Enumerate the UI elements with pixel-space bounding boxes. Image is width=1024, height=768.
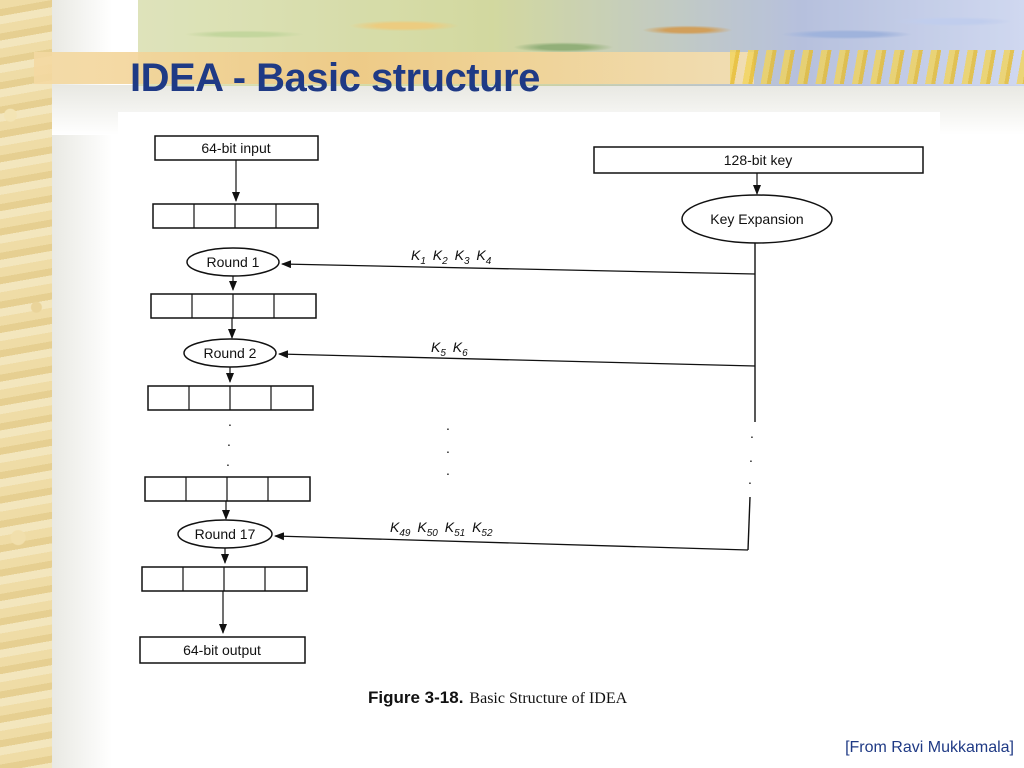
subkeys-label-round-17: K49 K50 K51 K52 bbox=[390, 519, 493, 539]
register-block-1 bbox=[152, 203, 319, 229]
figure-caption: Figure 3-18. Basic Structure of IDEA bbox=[368, 688, 627, 708]
round-1-node: Round 1 bbox=[186, 247, 280, 277]
caption-number: Figure 3-18. bbox=[368, 688, 464, 707]
register-block-5 bbox=[141, 566, 308, 592]
ellipsis-right: . . . bbox=[748, 425, 754, 487]
source-credit: [From Ravi Mukkamala] bbox=[845, 739, 1014, 756]
idea-structure-diagram: 64-bit input Round 1 Round 2 bbox=[139, 135, 924, 664]
svg-text:.: . bbox=[750, 425, 754, 441]
figure-panel: 64-bit input Round 1 Round 2 bbox=[118, 112, 940, 734]
input-box: 64-bit input bbox=[154, 135, 319, 161]
round-2-label: Round 2 bbox=[204, 345, 257, 361]
round-1-label: Round 1 bbox=[207, 254, 260, 270]
round-17-node: Round 17 bbox=[177, 519, 273, 549]
output-box: 64-bit output bbox=[139, 636, 306, 664]
key-trunk-lower bbox=[747, 496, 751, 551]
subkeys-arrow-round-1 bbox=[281, 260, 756, 275]
svg-text:.: . bbox=[446, 417, 450, 433]
input-label: 64-bit input bbox=[201, 140, 270, 156]
register-block-4 bbox=[144, 476, 311, 502]
ellipsis-left: . . . bbox=[226, 413, 232, 469]
svg-text:K1 K2 K3: K1 K2 K3 K4 bbox=[411, 247, 492, 267]
key-box: 128-bit key bbox=[593, 146, 924, 174]
svg-text:.: . bbox=[748, 471, 752, 487]
key-expansion-label: Key Expansion bbox=[710, 211, 803, 227]
key-expansion-node: Key Expansion bbox=[681, 194, 833, 244]
round-17-label: Round 17 bbox=[195, 526, 256, 542]
register-block-2 bbox=[150, 293, 317, 319]
slide-title: IDEA - Basic structure bbox=[130, 56, 540, 100]
svg-text:.: . bbox=[227, 433, 231, 449]
svg-text:.: . bbox=[446, 462, 450, 478]
output-label: 64-bit output bbox=[183, 642, 261, 658]
svg-text:K49 K50 K51: K49 K50 K51 K52 bbox=[390, 519, 493, 539]
register-block-3 bbox=[147, 385, 314, 411]
ellipsis-middle: . . . bbox=[446, 417, 450, 478]
caption-text: Basic Structure of IDEA bbox=[469, 690, 628, 707]
key-label: 128-bit key bbox=[724, 152, 792, 168]
decorative-left-strip bbox=[0, 0, 52, 768]
title-banner-strip bbox=[34, 52, 754, 84]
svg-text:K5 K6: K5 K6 bbox=[431, 339, 468, 359]
subkeys-arrow-round-17 bbox=[274, 532, 749, 551]
svg-text:.: . bbox=[228, 413, 232, 429]
svg-text:.: . bbox=[226, 453, 230, 469]
decorative-flowers bbox=[730, 50, 1024, 84]
round-2-node: Round 2 bbox=[183, 338, 277, 368]
subkeys-label-round-1: K1 K2 K3 K4 bbox=[411, 247, 492, 267]
svg-text:.: . bbox=[749, 449, 753, 465]
subkeys-label-round-2: K5 K6 bbox=[431, 339, 468, 359]
subkeys-arrow-round-2 bbox=[278, 350, 756, 367]
svg-text:.: . bbox=[446, 440, 450, 456]
